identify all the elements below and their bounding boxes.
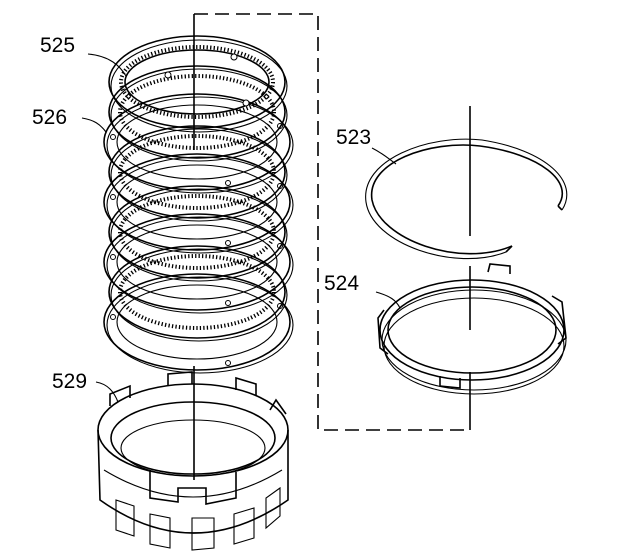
leader-lines [81,53,401,403]
callout-529: 529 [52,370,87,393]
callout-524: 524 [324,272,359,295]
clutch-plate [103,93,294,194]
clutch-plate-top [108,35,288,133]
clutch-disc [108,125,288,222]
clutch-plate [103,153,294,254]
assembly-path-line [194,13,470,431]
callout-525: 525 [40,34,75,57]
center-lines [193,14,471,480]
clutch-disc [108,65,288,162]
callout-523: 523 [336,126,371,149]
clutch-plate [103,213,294,314]
backing-plate [377,263,567,395]
retaining-ring [365,138,568,260]
clutch-disc [108,185,288,282]
clutch-plate-stack [103,35,294,374]
clutch-hub [97,371,289,551]
callout-526: 526 [32,106,67,129]
clutch-disc [108,245,288,342]
clutch-plate [103,273,294,374]
